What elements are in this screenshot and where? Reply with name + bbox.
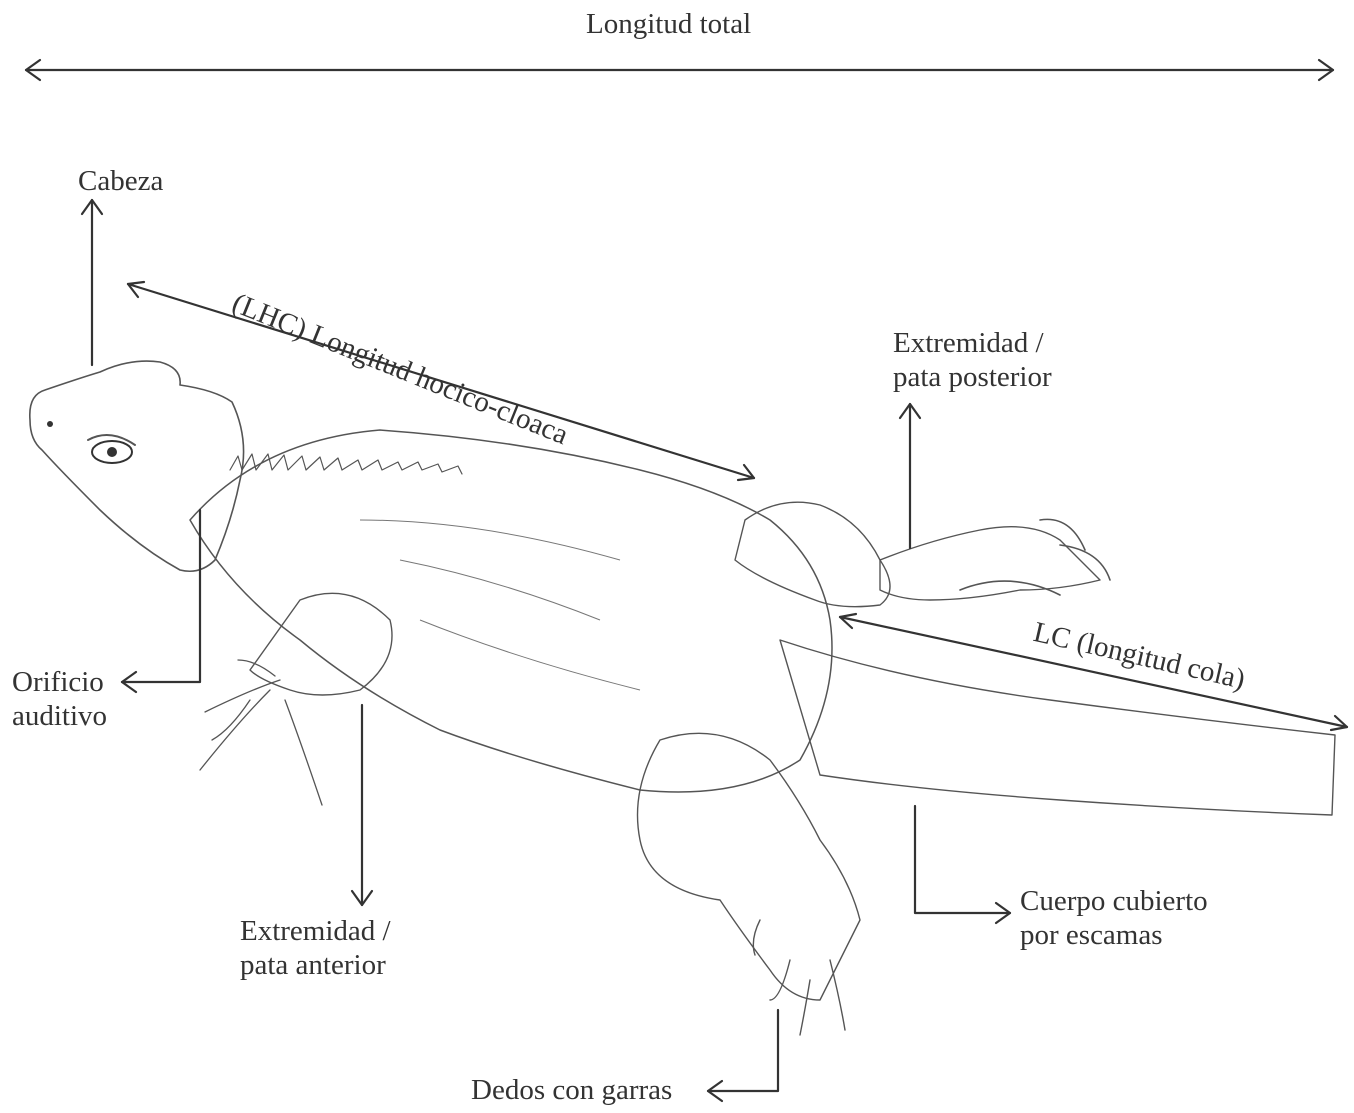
claws-label: Dedos con garras bbox=[471, 1073, 672, 1107]
lizard-body bbox=[190, 430, 832, 792]
total-length-label: Longitud total bbox=[586, 7, 751, 41]
fore-limb-label: Extremidad / pata anterior bbox=[240, 914, 391, 982]
lizard-front-leg bbox=[250, 593, 392, 695]
total-length-arrow bbox=[26, 60, 1333, 80]
hind-limb-arrow bbox=[900, 404, 920, 548]
ear-opening-label-line2: auditivo bbox=[12, 699, 107, 733]
ear-opening-label-line1: Orificio bbox=[12, 665, 107, 699]
ear-opening-label: Orificio auditivo bbox=[12, 665, 107, 733]
lizard-hind-leg-upper bbox=[735, 502, 890, 607]
lizard-head bbox=[30, 361, 244, 571]
scales-arrow bbox=[915, 806, 1010, 923]
hind-limb-label-line2: pata posterior bbox=[893, 360, 1052, 394]
fore-limb-label-line2: pata anterior bbox=[240, 948, 391, 982]
lizard-nostril bbox=[47, 421, 53, 427]
head-arrow bbox=[82, 200, 102, 365]
lizard-tail bbox=[780, 640, 1335, 815]
lizard-front-foot bbox=[200, 660, 322, 805]
lizard-hind-foot-upper bbox=[880, 527, 1100, 600]
hind-limb-label-line1: Extremidad / bbox=[893, 326, 1052, 360]
fore-limb-arrow bbox=[352, 705, 372, 905]
hind-limb-label: Extremidad / pata posterior bbox=[893, 326, 1052, 394]
scales-label-line2: por escamas bbox=[1020, 918, 1208, 952]
ear-opening-arrow bbox=[122, 510, 200, 692]
scales-label: Cuerpo cubierto por escamas bbox=[1020, 884, 1208, 952]
lizard-pupil bbox=[107, 447, 117, 457]
fore-limb-label-line1: Extremidad / bbox=[240, 914, 391, 948]
lizard-dorsal-spikes bbox=[230, 454, 462, 474]
lizard-hind-leg-lower bbox=[638, 733, 861, 1000]
claws-arrow bbox=[708, 1010, 778, 1101]
head-label: Cabeza bbox=[78, 164, 163, 198]
scales-label-line1: Cuerpo cubierto bbox=[1020, 884, 1208, 918]
